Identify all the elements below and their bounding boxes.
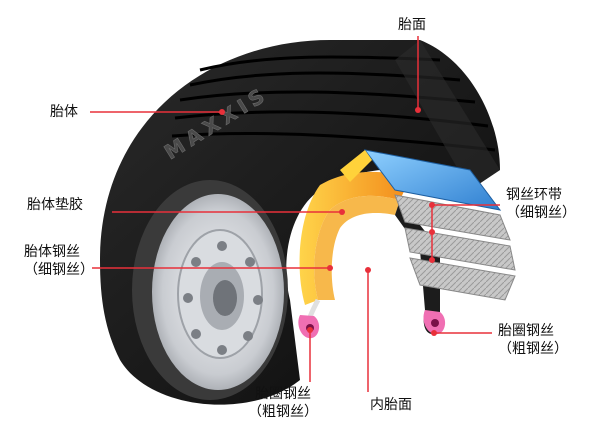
tire-cutaway <box>298 149 516 339</box>
bead-right <box>423 310 446 335</box>
label-carcass-ply: 胎体钢丝 （细钢丝） <box>24 243 94 279</box>
label-steel-belt-title: 钢丝环带 <box>506 187 562 203</box>
label-tread: 胎面 <box>398 17 426 33</box>
label-bead-wire-left-title: 胎圈钢丝 <box>255 386 311 402</box>
steel-belt-top <box>363 149 502 211</box>
leader-dots <box>219 107 437 336</box>
label-carcass: 胎体 <box>50 104 78 120</box>
label-bead-wire-right-title: 胎圈钢丝 <box>498 323 554 339</box>
label-bead-wire-right-note: （粗钢丝） <box>498 341 568 357</box>
label-steel-belt-note: （细钢丝） <box>506 205 576 221</box>
label-bead-wire-right: 胎圈钢丝 （粗钢丝） <box>498 322 568 358</box>
label-cushion: 胎体垫胶 <box>27 197 83 213</box>
label-inner-liner: 内胎面 <box>370 397 412 413</box>
label-bead-wire-left: 胎圈钢丝 （粗钢丝） <box>248 385 318 421</box>
bead-left <box>298 315 320 339</box>
wheel-rim <box>132 180 288 400</box>
label-steel-belt: 钢丝环带 （细钢丝） <box>506 186 576 222</box>
leader-lines <box>90 36 500 392</box>
cushion-layer <box>299 171 410 305</box>
label-carcass-ply-note: （细钢丝） <box>24 262 94 278</box>
label-carcass-ply-title: 胎体钢丝 <box>24 244 80 260</box>
label-bead-wire-left-note: （粗钢丝） <box>248 404 318 420</box>
